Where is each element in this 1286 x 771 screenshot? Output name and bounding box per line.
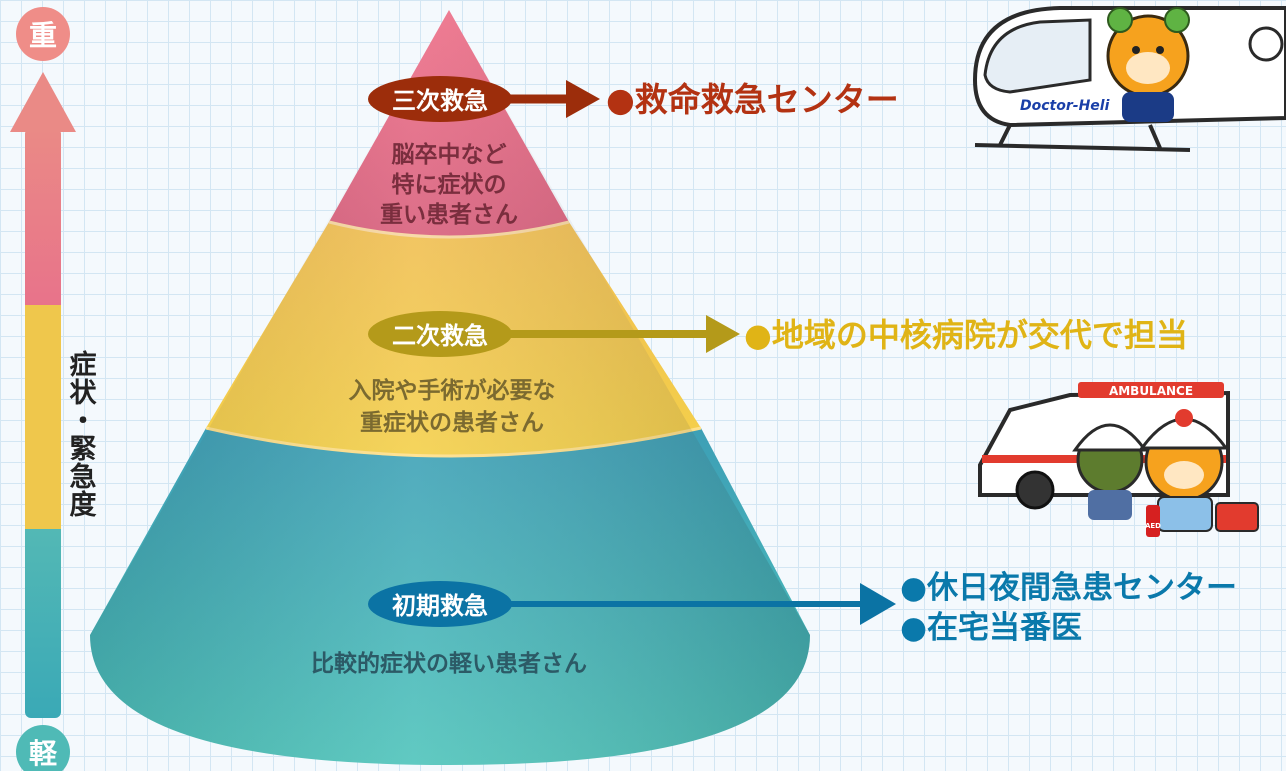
ambulance-label: AMBULANCE [1109, 384, 1193, 398]
mascot-ear-left [1107, 7, 1133, 33]
level-secondary: 二次救急 ●地域の中核病院が交代で担当 入院や手術が必要な 重症状の患者さん [349, 311, 1188, 436]
level-patients-tertiary-line1: 脳卒中など [392, 141, 507, 168]
cone-shading [90, 10, 810, 765]
mascot-eye-right [1156, 46, 1164, 54]
level-destination-primary-line1: ●休日夜間急患センター [900, 570, 1237, 606]
level-badge-secondary [368, 311, 512, 357]
arrow-right-icon-tertiary [566, 80, 600, 118]
mascot-orange-face [1164, 461, 1204, 489]
mascot-ear-right [1164, 7, 1190, 33]
level-badge-tertiary [368, 76, 512, 122]
aed-label: AED [1145, 522, 1161, 530]
severity-axis: 重 軽 症状・緊急度 [10, 7, 96, 771]
severity-bottom-marker [16, 725, 70, 771]
level-patients-secondary-line2: 重症状の患者さん [360, 409, 544, 436]
mascot-eye-left [1132, 46, 1140, 54]
ambulance-light-bar [1078, 382, 1224, 398]
severity-bottom-label: 軽 [29, 737, 58, 770]
level-badge-label-primary: 初期救急 [392, 592, 488, 620]
level-badge-label-secondary: 二次救急 [392, 322, 488, 350]
level-patients-tertiary-line2: 特に症状の [392, 171, 507, 198]
medical-kit-icon [1215, 502, 1259, 532]
helicopter-label: Doctor-Heli [1020, 98, 1110, 114]
ambulance-wheel-icon [1015, 470, 1055, 510]
level-primary: 初期救急 ●休日夜間急患センター ●在宅当番医 比較的症状の軽い患者さん [311, 570, 1237, 677]
level-patients-secondary-line1: 入院や手術が必要な [349, 377, 556, 404]
level-destination-primary-line2: ●在宅当番医 [900, 610, 1082, 646]
aed-box-icon [1146, 505, 1160, 537]
level-badge-primary [368, 581, 512, 627]
helicopter-tail-rotor-icon [1248, 26, 1284, 62]
helmet-emblem-icon [1175, 409, 1193, 427]
level-tertiary: 三次救急 ●救命救急センター 脳卒中など 特に症状の 重い患者さん [368, 76, 899, 228]
ambulance-illustration: AMBULANCE AED [978, 382, 1259, 537]
severity-axis-title: 症状・緊急度 [65, 350, 97, 518]
severity-top-label: 重 [29, 19, 57, 52]
mascot-orange-uniform [1157, 496, 1213, 532]
mascot-green-uniform [1088, 490, 1132, 520]
severity-axis-bar [25, 128, 61, 718]
arrow-right-icon-primary [860, 583, 896, 625]
level-destination-tertiary: ●救命救急センター [606, 80, 899, 119]
level-badge-label-tertiary: 三次救急 [392, 87, 488, 115]
level-destination-secondary: ●地域の中核病院が交代で担当 [744, 316, 1188, 354]
level-patients-tertiary-line3: 重い患者さん [380, 201, 518, 228]
arrow-right-icon-secondary [706, 315, 740, 353]
mascot-face [1126, 52, 1170, 84]
level-patients-primary-line1: 比較的症状の軽い患者さん [311, 650, 587, 677]
doctor-heli-illustration: Doctor-Heli [972, 6, 1286, 152]
helicopter-window [983, 18, 1092, 94]
severity-top-marker [16, 7, 70, 61]
helicopter-skid [974, 124, 1191, 152]
severity-arrow-up-icon [10, 72, 76, 132]
mascot-uniform [1122, 92, 1174, 122]
